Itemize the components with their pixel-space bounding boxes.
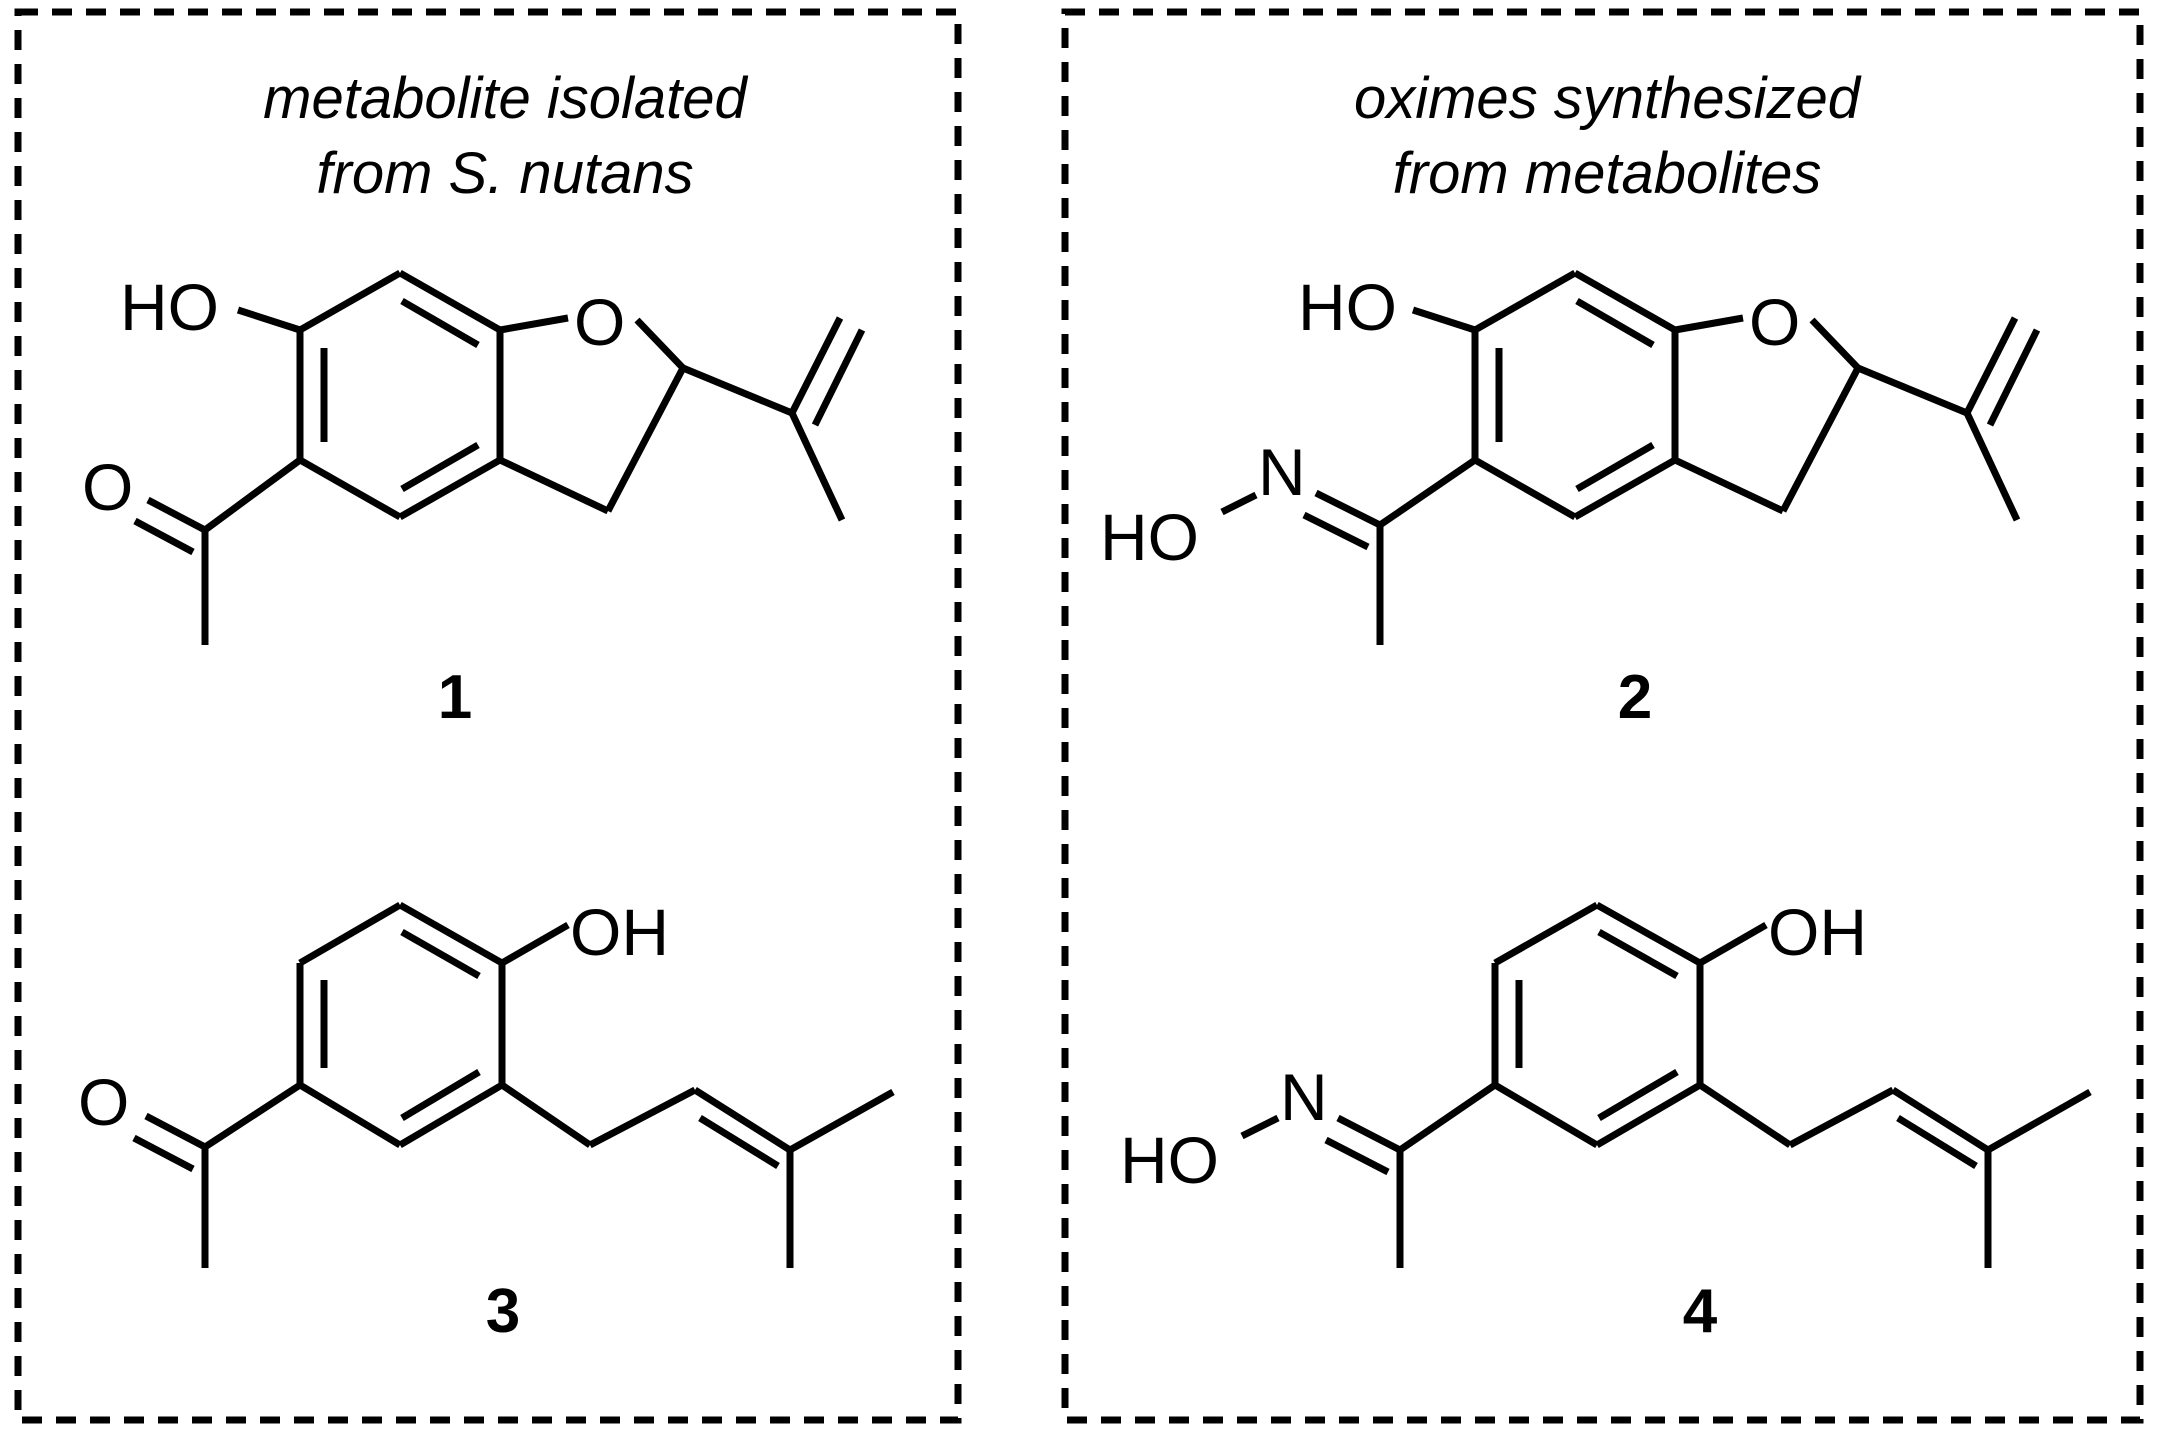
structure-compound-2: HO O N HO 2 xyxy=(1100,269,2041,732)
atom-label-ring-oxygen: O xyxy=(1749,285,1800,359)
structure-compound-3: OH O 3 xyxy=(78,895,895,1346)
panel-heading-line1: oximes synthesized xyxy=(1354,66,1862,131)
panel-heading-line2: from metabolites xyxy=(1393,141,1822,206)
structure-compound-1: HO O O 1 xyxy=(82,269,866,732)
bonds-compound-4 xyxy=(1240,901,2092,1268)
panel-heading-line1: metabolite isolated xyxy=(263,66,748,131)
atom-label-oxime-nitrogen: N xyxy=(1258,435,1306,509)
panel-border-right xyxy=(1061,8,2144,1424)
atom-label-oxime-nitrogen: N xyxy=(1280,1060,1328,1134)
atom-label-hydroxyl: HO xyxy=(120,270,219,344)
panel-metabolites: metabolite isolated from S. nutans xyxy=(14,8,962,1424)
atom-label-oxime-hydroxyl: HO xyxy=(1120,1123,1219,1197)
bonds-compound-1 xyxy=(133,269,866,645)
atom-label-hydroxyl: HO xyxy=(1298,270,1397,344)
compound-number: 4 xyxy=(1683,1277,1718,1346)
atom-label-ring-oxygen: O xyxy=(574,285,625,359)
panel-border-left xyxy=(14,8,962,1424)
atom-label-oxime-hydroxyl: HO xyxy=(1100,500,1199,574)
atom-label-hydroxyl: OH xyxy=(1768,895,1867,969)
atom-label-hydroxyl: OH xyxy=(570,895,669,969)
compound-number: 3 xyxy=(486,1277,520,1346)
atom-label-carbonyl-oxygen: O xyxy=(78,1065,129,1139)
bonds-compound-2 xyxy=(1220,269,2041,645)
panel-oximes: oximes synthesized from metabolites xyxy=(1061,8,2144,1424)
structure-compound-4: OH N HO 4 xyxy=(1120,895,2092,1346)
panel-heading-line2: from S. nutans xyxy=(316,141,693,206)
compound-number: 1 xyxy=(438,663,472,732)
bonds-compound-3 xyxy=(132,901,895,1268)
atom-label-carbonyl-oxygen: O xyxy=(82,450,133,524)
compound-number: 2 xyxy=(1618,663,1652,732)
